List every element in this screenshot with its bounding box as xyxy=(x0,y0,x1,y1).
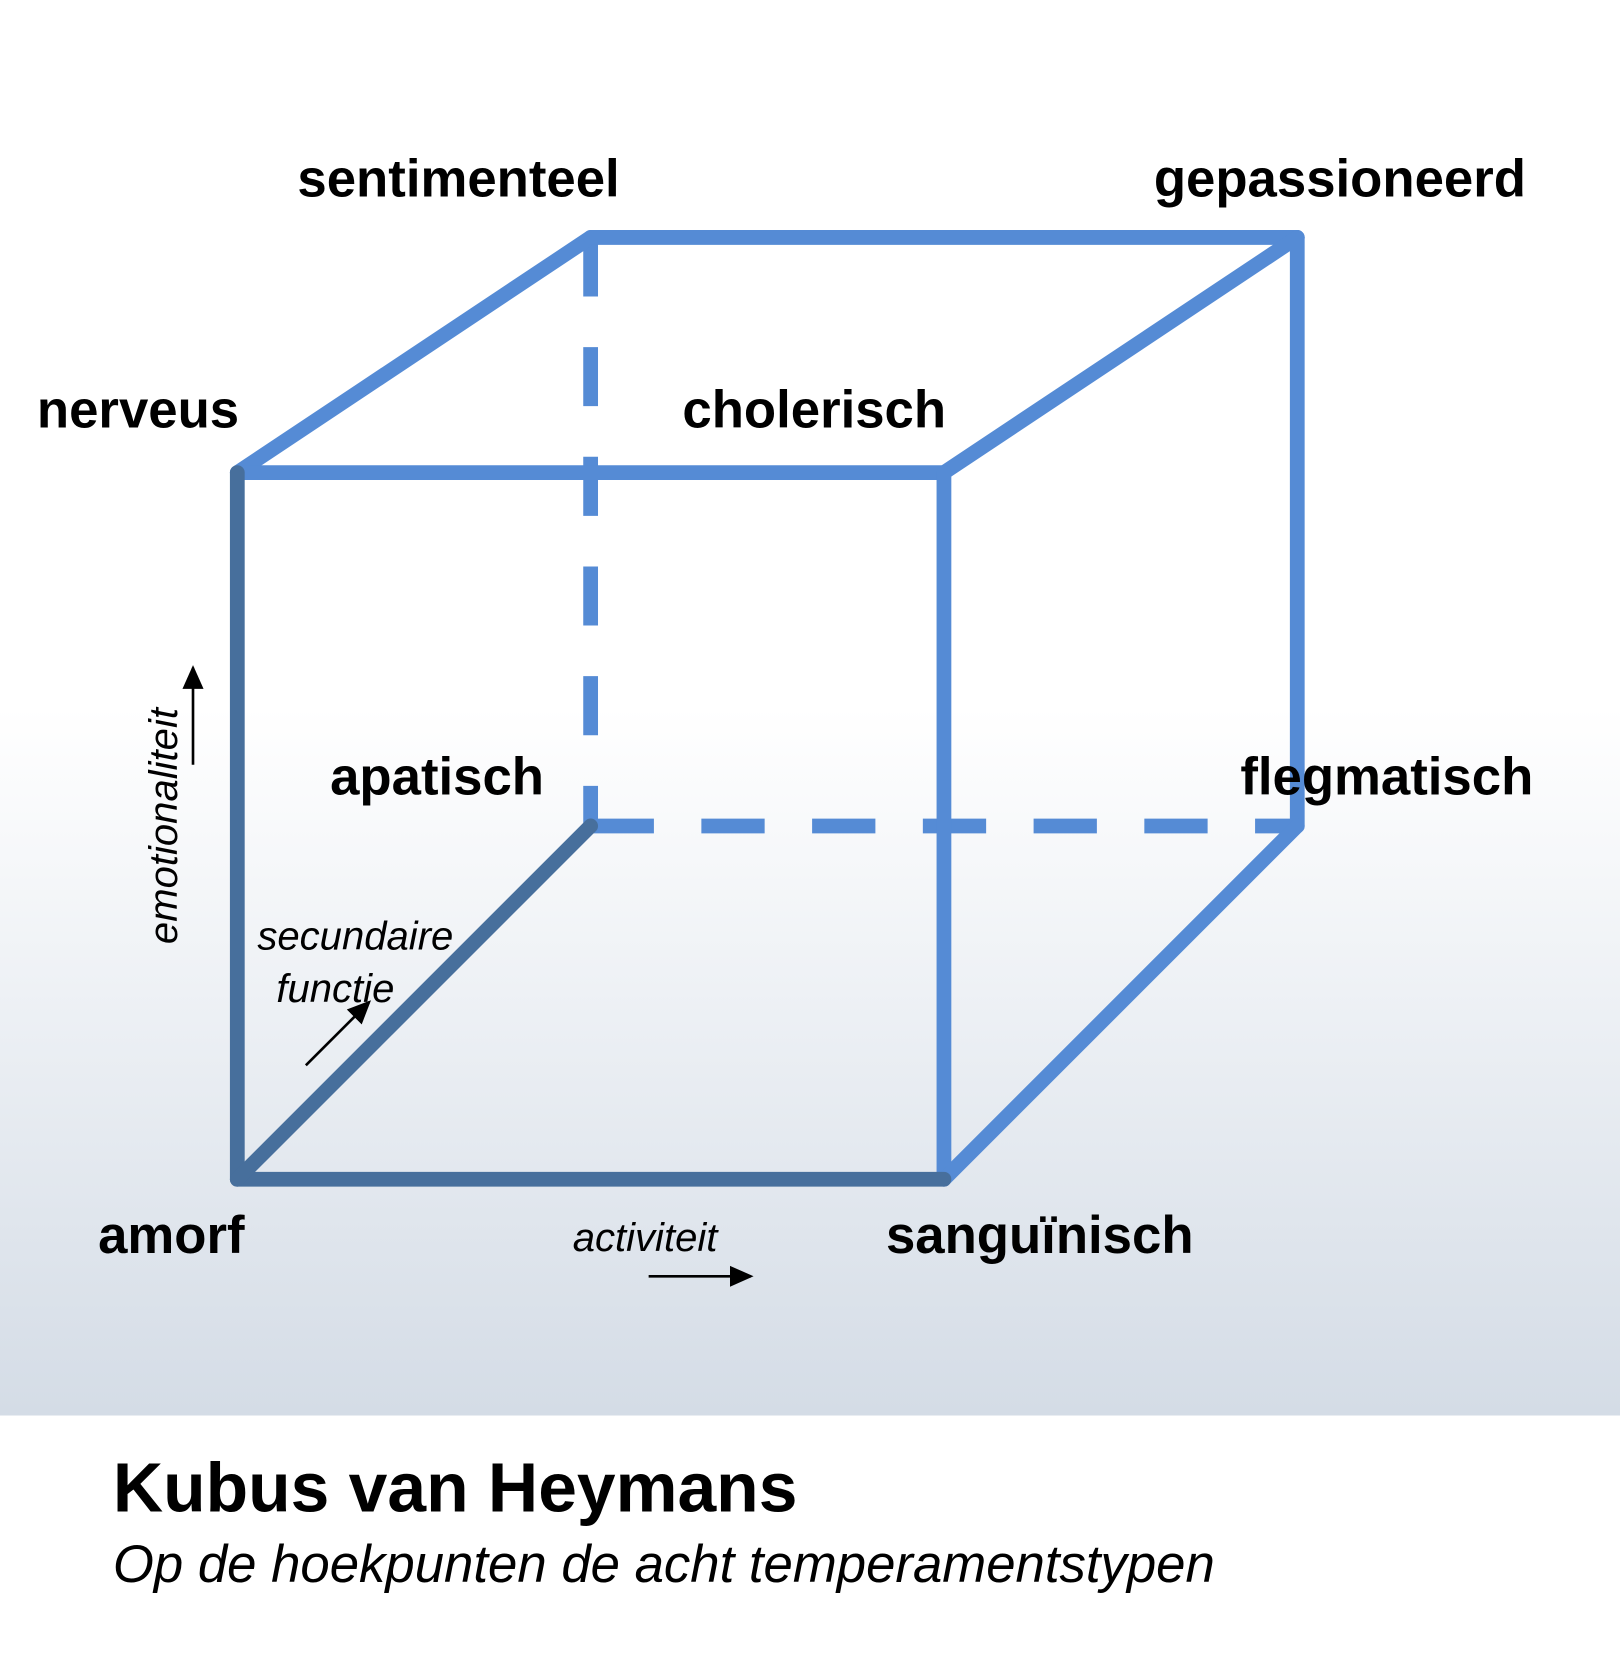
axis-label-emotionaliteit: emotionaliteit xyxy=(142,706,186,944)
caption-subtitle: Op de hoekpunten de acht temperamentstyp… xyxy=(113,1535,1215,1594)
label-sanguinisch: sanguïnisch xyxy=(886,1206,1194,1265)
axis-label-activiteit: activiteit xyxy=(573,1216,720,1260)
label-sentimenteel: sentimenteel xyxy=(297,149,619,208)
label-flegmatisch: flegmatisch xyxy=(1240,747,1533,806)
arrow-diagonal-icon xyxy=(304,1000,372,1067)
edge xyxy=(936,230,1305,481)
label-gepassioneerd: gepassioneerd xyxy=(1154,149,1526,208)
label-cholerisch: cholerisch xyxy=(682,380,946,439)
label-nerveus: nerveus xyxy=(37,380,239,439)
label-amorf: amorf xyxy=(98,1206,245,1265)
label-apatisch: apatisch xyxy=(330,747,544,806)
edge xyxy=(229,230,599,481)
axis-label-secundaire: secundaire xyxy=(257,914,453,958)
edge xyxy=(936,818,1305,1187)
caption-title: Kubus van Heymans xyxy=(113,1448,798,1526)
secondary-function-axis-edge xyxy=(229,818,599,1187)
cube xyxy=(229,230,1305,1187)
axis-label-functie: functie xyxy=(276,967,394,1011)
